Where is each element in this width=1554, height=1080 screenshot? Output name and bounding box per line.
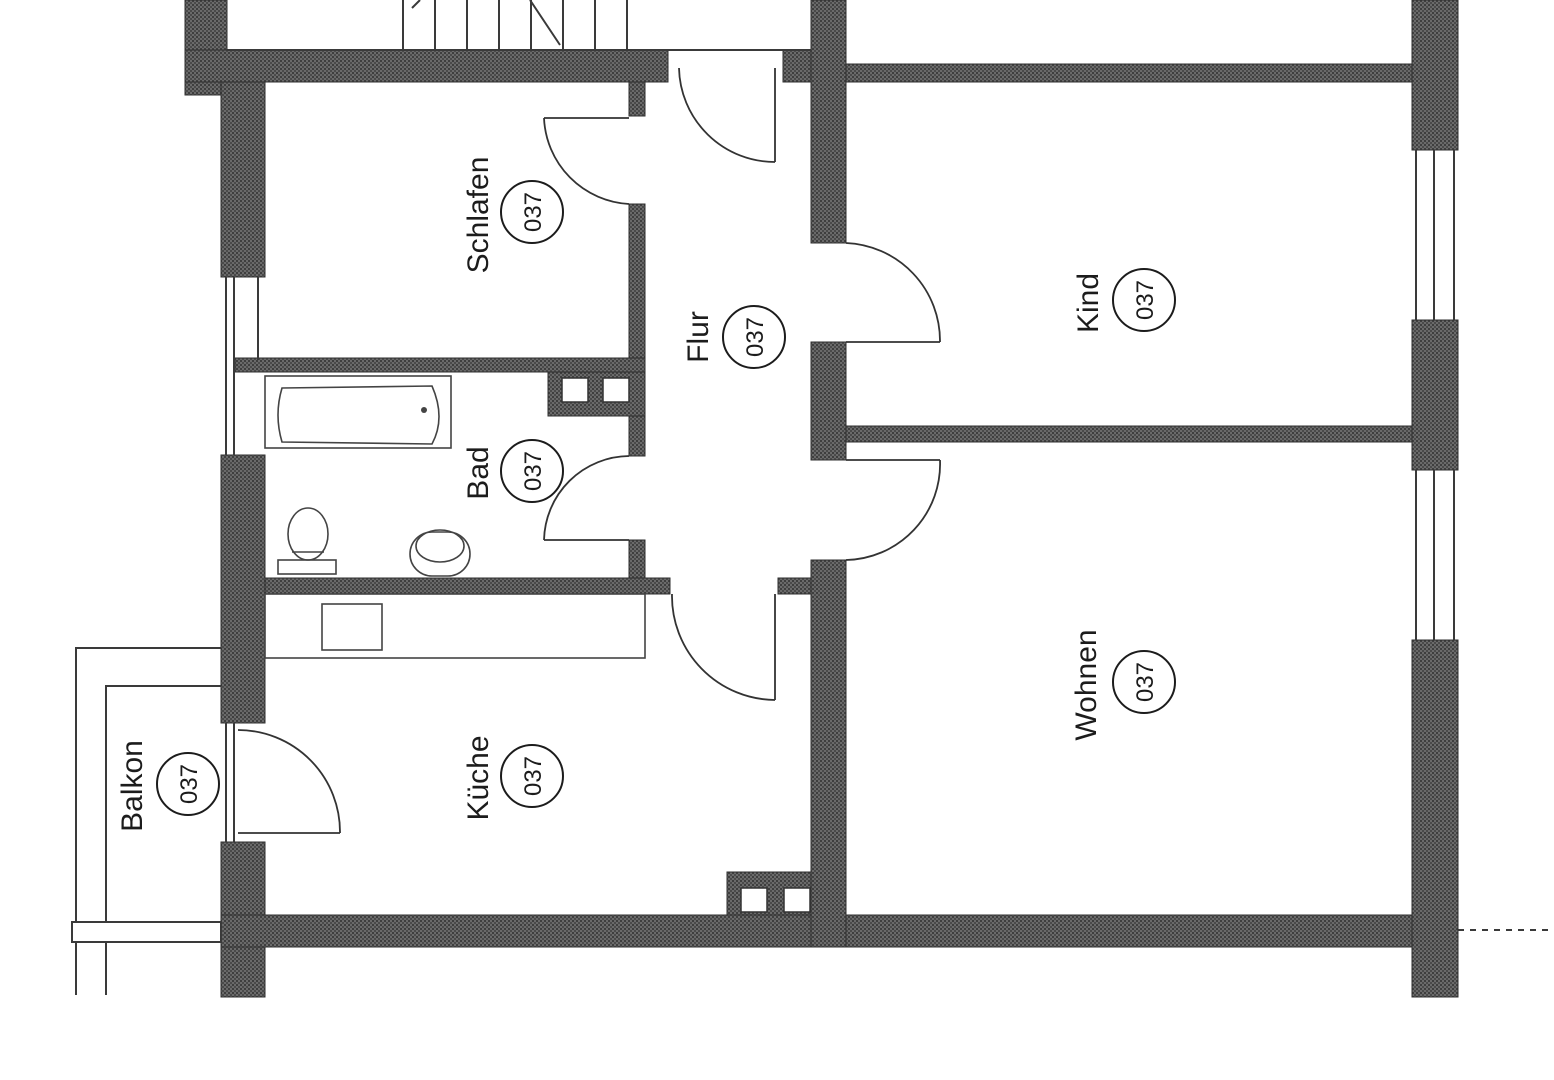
toilet (277, 507, 337, 575)
room-number-circle (1112, 268, 1176, 332)
room-number-balkon: 037 (176, 764, 203, 804)
doors (237, 67, 941, 834)
room-label-kind: Kind (1072, 273, 1105, 333)
wall-east-top (1411, 0, 1459, 151)
shaft-opening (602, 377, 630, 403)
wall-bad-kueche (264, 577, 671, 595)
wall-schlafen-bad (234, 357, 646, 373)
room-bad-tag: Bad (462, 446, 495, 499)
room-flur-tag: Flur (682, 311, 715, 363)
wall-spine-top (810, 0, 847, 244)
wall-stair-bottom (184, 49, 669, 83)
room-kueche-tag: Küche (462, 735, 495, 820)
wall-schlafen-flur-top (628, 81, 646, 117)
balcony (71, 647, 1554, 995)
wall-west-mid (220, 454, 266, 724)
shaft-opening (783, 887, 811, 913)
room-label-kueche: Küche (462, 735, 495, 820)
room-schlafen-num: 037 (500, 180, 564, 244)
wall-spine-mid (810, 341, 847, 461)
wall-east-low (1411, 639, 1459, 998)
kitchen-counter (264, 593, 646, 659)
room-number-circle (500, 744, 564, 808)
room-kueche-num: 037 (500, 744, 564, 808)
room-label-bad: Bad (462, 446, 495, 499)
room-number-circle (722, 305, 786, 369)
room-label-wohnen: Wohnen (1070, 629, 1103, 740)
wall-bad-flur (628, 415, 646, 457)
wall-kind-wohnen (845, 425, 1413, 443)
washbasin (409, 529, 471, 577)
room-wohnen-num: 037 (1112, 650, 1176, 714)
shaft-opening (740, 887, 768, 913)
room-label-balkon: Balkon (116, 740, 149, 832)
wall-bad-flur-low (628, 539, 646, 579)
wall-schlafen-flur-mid (628, 203, 646, 361)
wall-kueche-jamb (777, 577, 812, 595)
room-number-wohnen: 037 (1132, 662, 1159, 702)
wall-upper-right-jamb (782, 49, 812, 83)
room-number-kueche: 037 (520, 756, 547, 796)
room-wohnen-tag: Wohnen (1070, 629, 1103, 740)
room-number-flur: 037 (742, 317, 769, 357)
room-number-circle (1112, 650, 1176, 714)
room-balkon-num: 037 (156, 752, 220, 816)
room-number-circle (500, 439, 564, 503)
wall-west-upper (220, 81, 266, 278)
room-kind-tag: Kind (1072, 273, 1105, 333)
room-balkon-tag: Balkon (116, 740, 149, 832)
walls (184, 0, 1459, 998)
room-bad-num: 037 (500, 439, 564, 503)
room-number-circle (500, 180, 564, 244)
windows (225, 150, 1455, 842)
wall-kind-top (845, 63, 1413, 83)
shaft-opening (561, 377, 589, 403)
wall-east-mid (1411, 319, 1459, 471)
room-number-kind: 037 (1132, 280, 1159, 320)
room-label-flur: Flur (682, 311, 715, 363)
stairs (227, 0, 811, 51)
room-number-schlafen: 037 (520, 192, 547, 232)
room-flur-num: 037 (722, 305, 786, 369)
shafts (561, 377, 811, 913)
room-schlafen-tag: Schlafen (462, 157, 495, 274)
room-number-circle (156, 752, 220, 816)
bathtub (264, 375, 452, 449)
room-number-bad: 037 (520, 451, 547, 491)
room-label-schlafen: Schlafen (462, 157, 495, 274)
wall-spine-low (810, 559, 847, 948)
room-kind-num: 037 (1112, 268, 1176, 332)
